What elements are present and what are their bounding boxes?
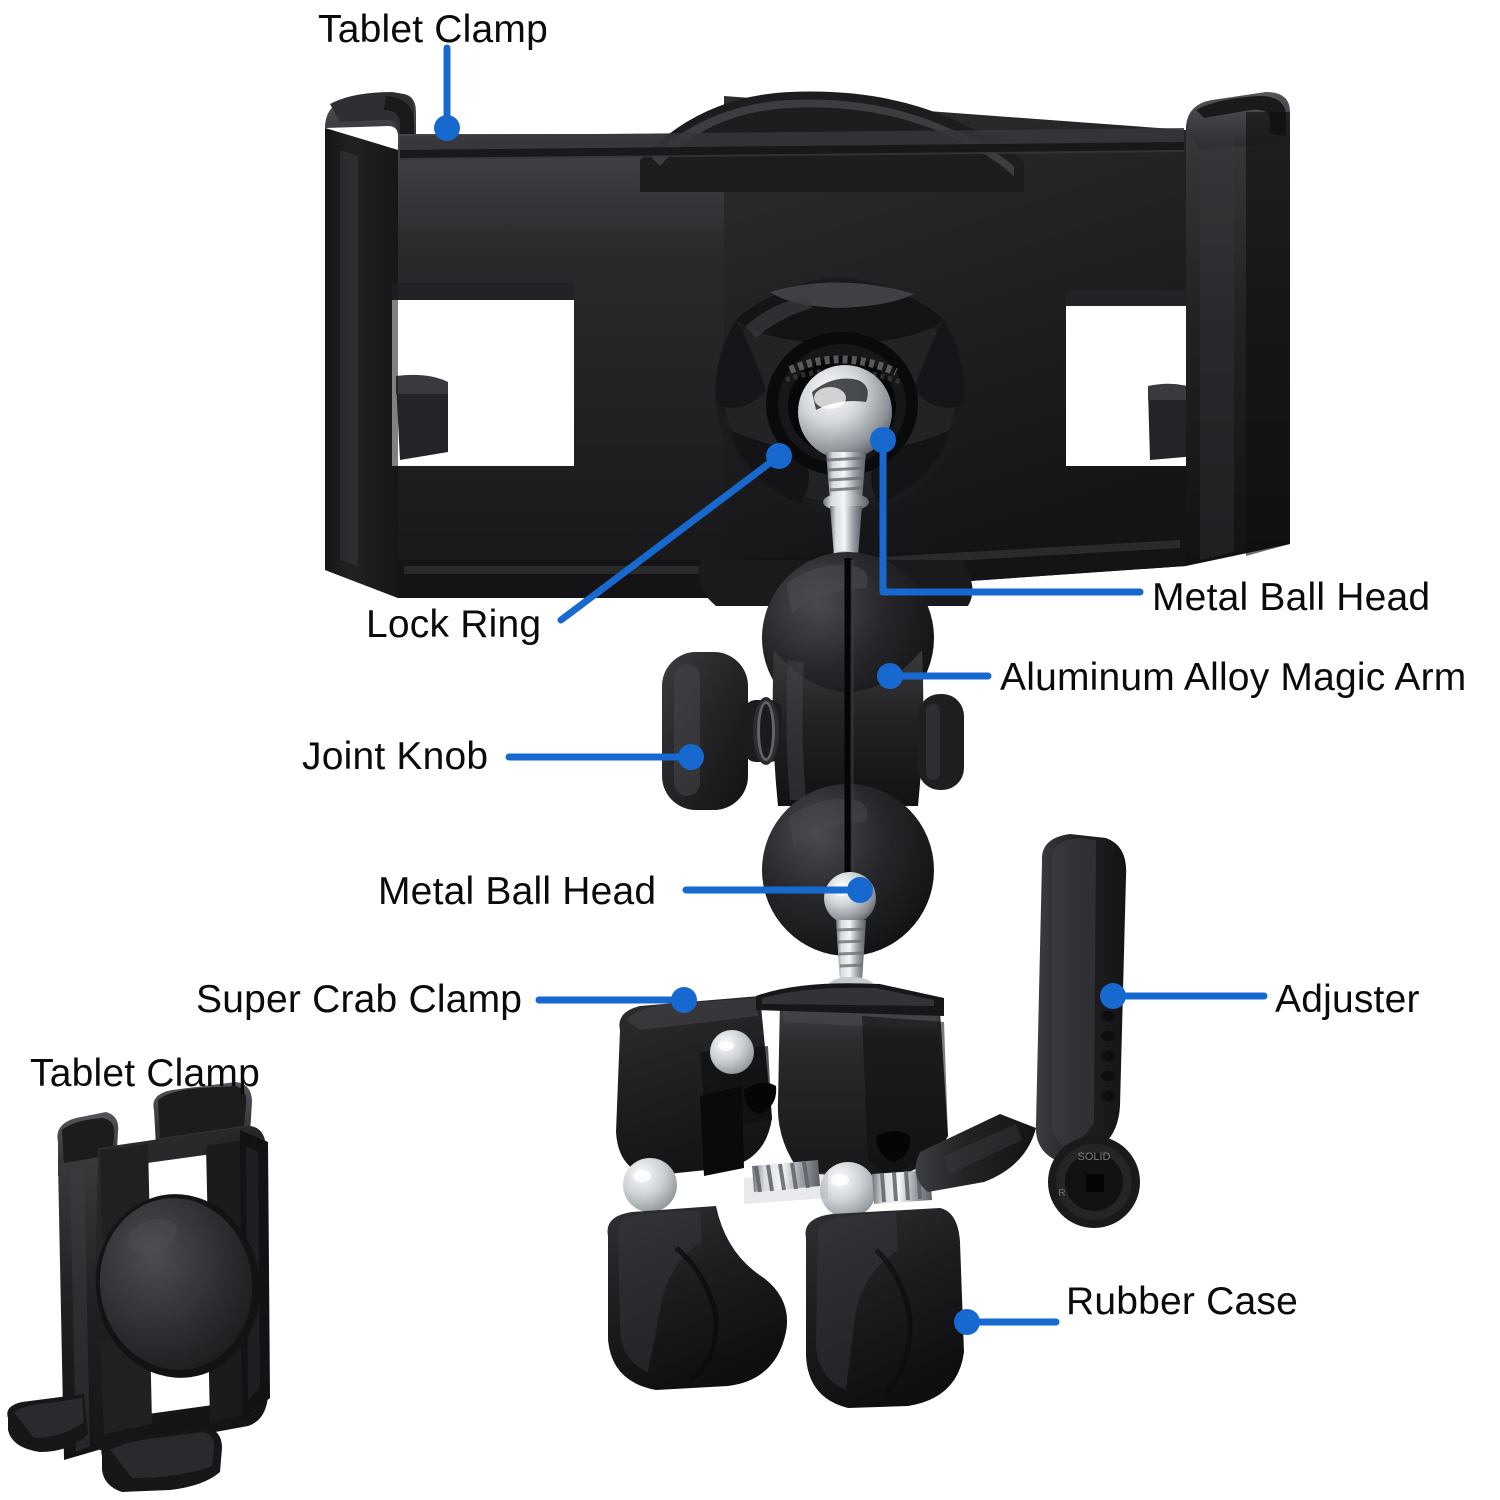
svg-text:R: R [1058, 1188, 1065, 1199]
label-tablet-clamp-top: Tablet Clamp [318, 8, 549, 51]
part-tablet-clamp-inset [7, 1082, 270, 1492]
svg-text:SOLID: SOLID [1077, 1151, 1110, 1163]
label-metal-ball-head-2: Metal Ball Head [378, 870, 657, 913]
label-metal-ball-head-1: Metal Ball Head [1152, 576, 1431, 619]
label-super-crab-clamp: Super Crab Clamp [196, 978, 523, 1021]
label-adjuster: Adjuster [1275, 978, 1420, 1021]
label-magic-arm: Aluminum Alloy Magic Arm [1000, 656, 1467, 699]
part-magic-arm [662, 552, 964, 995]
label-rubber-case: Rubber Case [1066, 1280, 1298, 1323]
label-tablet-clamp-inset: Tablet Clamp [30, 1052, 261, 1095]
part-super-crab-clamp: SOLID R [607, 834, 1140, 1408]
part-adjuster: SOLID R [915, 834, 1140, 1228]
part-joint-knob-stub [918, 694, 964, 790]
part-joint-knob [662, 652, 782, 810]
part-metal-ball-head-upper [798, 365, 892, 565]
label-lock-ring: Lock Ring [366, 603, 542, 646]
part-tablet-clamp [325, 91, 1290, 606]
label-joint-knob: Joint Knob [302, 735, 489, 778]
part-rubber-case [607, 1206, 964, 1408]
